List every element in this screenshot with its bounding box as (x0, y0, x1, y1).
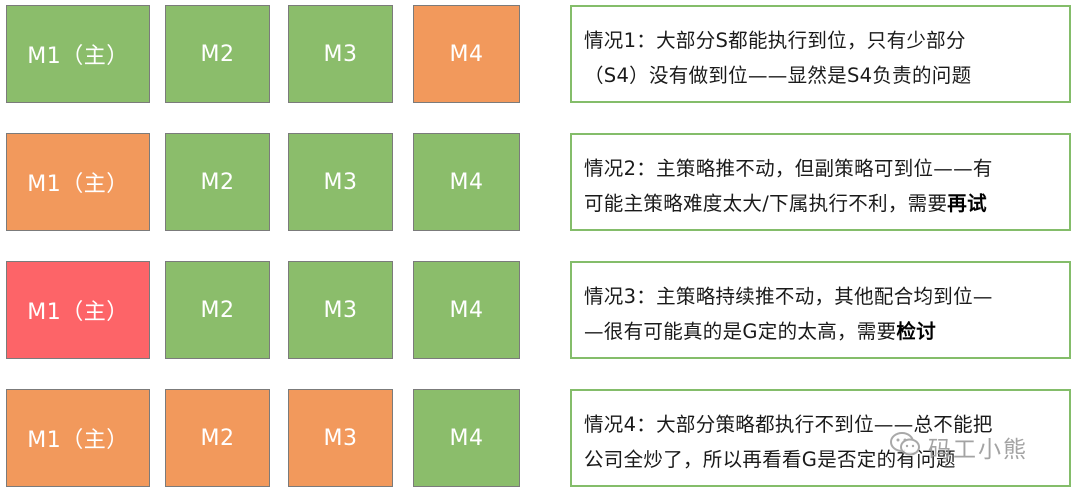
watermark: 码工小熊 (890, 430, 1028, 464)
box-m2: M2 (165, 389, 270, 487)
note-line-2: 公司全炒了，所以再看看G是否定的有问题 (584, 448, 956, 471)
note-line-2: 可能主策略难度太大/下属执行不利，需要再试 (584, 192, 987, 215)
box-m3: M3 (288, 133, 393, 231)
note-line-1: 情况2：主策略推不动，但副策略可到位——有 (584, 157, 993, 180)
scenario-row-2: M1（主） M2 M3 M4 情况2：主策略推不动，但副策略可到位——有 可能主… (0, 133, 1080, 237)
watermark-text: 码工小熊 (928, 437, 1028, 463)
note-line-1: 情况3：主策略持续推不动，其他配合均到位— (584, 285, 993, 308)
box-m2: M2 (165, 133, 270, 231)
scenario-note: 情况1：大部分S都能执行到位，只有少部分 （S4）没有做到位——显然是S4负责的… (570, 5, 1071, 103)
box-m1: M1（主） (6, 261, 150, 359)
scenario-row-4: M1（主） M2 M3 M4 情况4：大部分策略都执行不到位——总不能把 公司全… (0, 389, 1080, 493)
note-line-1: 情况4：大部分策略都执行不到位——总不能把 (584, 413, 993, 436)
box-m4: M4 (413, 133, 520, 231)
note-line-2: —很有可能真的是G定的太高，需要检讨 (584, 320, 937, 343)
note-line-2: （S4）没有做到位——显然是S4负责的问题 (584, 64, 972, 87)
box-m3: M3 (288, 5, 393, 103)
box-m1: M1（主） (6, 5, 150, 103)
box-m2: M2 (165, 5, 270, 103)
scenario-note: 情况4：大部分策略都执行不到位——总不能把 公司全炒了，所以再看看G是否定的有问… (570, 389, 1071, 487)
box-m4: M4 (413, 5, 520, 103)
scenario-note: 情况2：主策略推不动，但副策略可到位——有 可能主策略难度太大/下属执行不利，需… (570, 133, 1071, 231)
wechat-icon (890, 431, 928, 463)
note-emphasis: 检讨 (896, 320, 937, 343)
box-m3: M3 (288, 261, 393, 359)
box-m2: M2 (165, 261, 270, 359)
scenario-row-3: M1（主） M2 M3 M4 情况3：主策略持续推不动，其他配合均到位— —很有… (0, 261, 1080, 365)
scenario-note: 情况3：主策略持续推不动，其他配合均到位— —很有可能真的是G定的太高，需要检讨 (570, 261, 1071, 359)
box-m1: M1（主） (6, 133, 150, 231)
note-emphasis: 再试 (947, 192, 987, 215)
box-m4: M4 (413, 389, 520, 487)
box-m4: M4 (413, 261, 520, 359)
note-line-1: 情况1：大部分S都能执行到位，只有少部分 (584, 29, 966, 52)
box-m3: M3 (288, 389, 393, 487)
scenario-row-1: M1（主） M2 M3 M4 情况1：大部分S都能执行到位，只有少部分 （S4）… (0, 5, 1080, 109)
box-m1: M1（主） (6, 389, 150, 487)
